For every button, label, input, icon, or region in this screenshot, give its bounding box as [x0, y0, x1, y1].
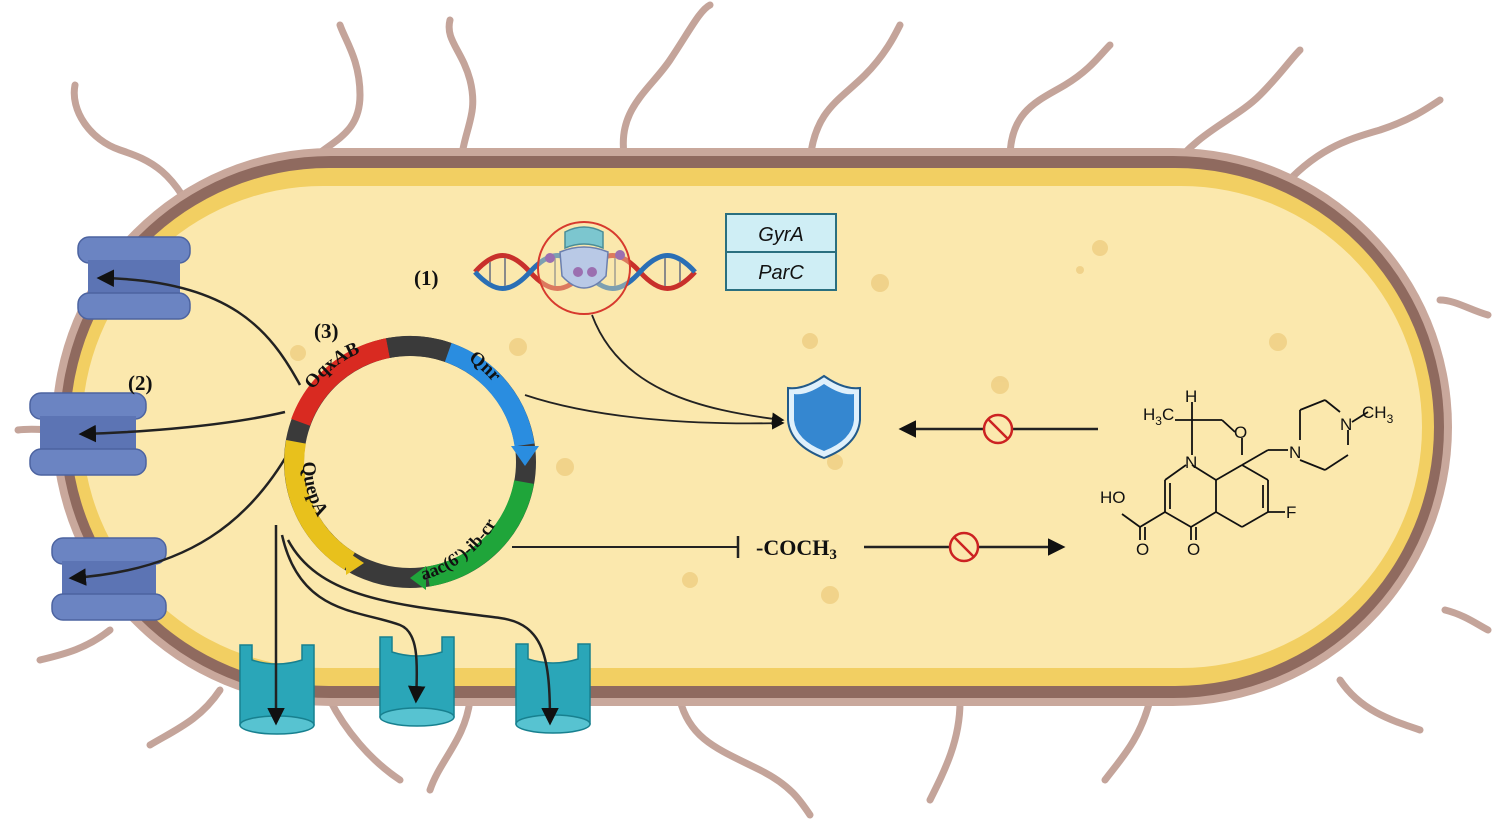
efflux-pump-bottom: [51, 537, 167, 621]
label-step-1: (1): [414, 266, 439, 290]
atom-n-piperazine-2: N: [1340, 415, 1352, 434]
protection-arrows: [524, 314, 785, 430]
atom-n-ring: N: [1185, 453, 1197, 472]
levofloxacin-atoms: H3C H N O N N CH3 HO F O O: [1100, 387, 1394, 559]
acetylation-pathway: -COCH3: [512, 531, 1066, 563]
topoisomerase-icon: [537, 221, 631, 315]
efflux-arrows: [68, 269, 559, 726]
flagella: [14, 1, 1492, 819]
label-step-2: (2): [128, 371, 153, 395]
cytoplasm-granules: [290, 240, 1287, 604]
plasmid-arrowheads: [346, 446, 539, 590]
label-step-3: (3): [314, 319, 339, 343]
efflux-pump-middle: [29, 392, 147, 476]
acetyl-group-label: -COCH3: [756, 535, 837, 563]
atom-h3c: H3C: [1143, 405, 1174, 428]
atom-o-acid: O: [1136, 540, 1149, 559]
cytoplasm: [82, 186, 1422, 668]
target-gene-box: GyrA ParC: [725, 213, 837, 291]
atom-n-piperazine-1: N: [1289, 443, 1301, 462]
atom-f: F: [1286, 503, 1296, 522]
efflux-pump-top: [77, 236, 191, 320]
gene-gyra: GyrA: [758, 224, 804, 246]
gene-parc: ParC: [758, 262, 804, 284]
atom-o-ring: O: [1234, 423, 1247, 442]
atom-o-keto: O: [1187, 540, 1200, 559]
atom-h: H: [1185, 387, 1197, 406]
cell-envelope: [52, 148, 1452, 706]
blocked-drug-arrow: [898, 413, 1098, 445]
levofloxacin-structure: [1121, 399, 1369, 540]
shield-icon: [787, 374, 861, 460]
no-entry-icon: [982, 413, 1014, 445]
atom-ho: HO: [1100, 488, 1126, 507]
no-entry-icon: [948, 531, 980, 563]
atom-ch3: CH3: [1362, 403, 1394, 426]
